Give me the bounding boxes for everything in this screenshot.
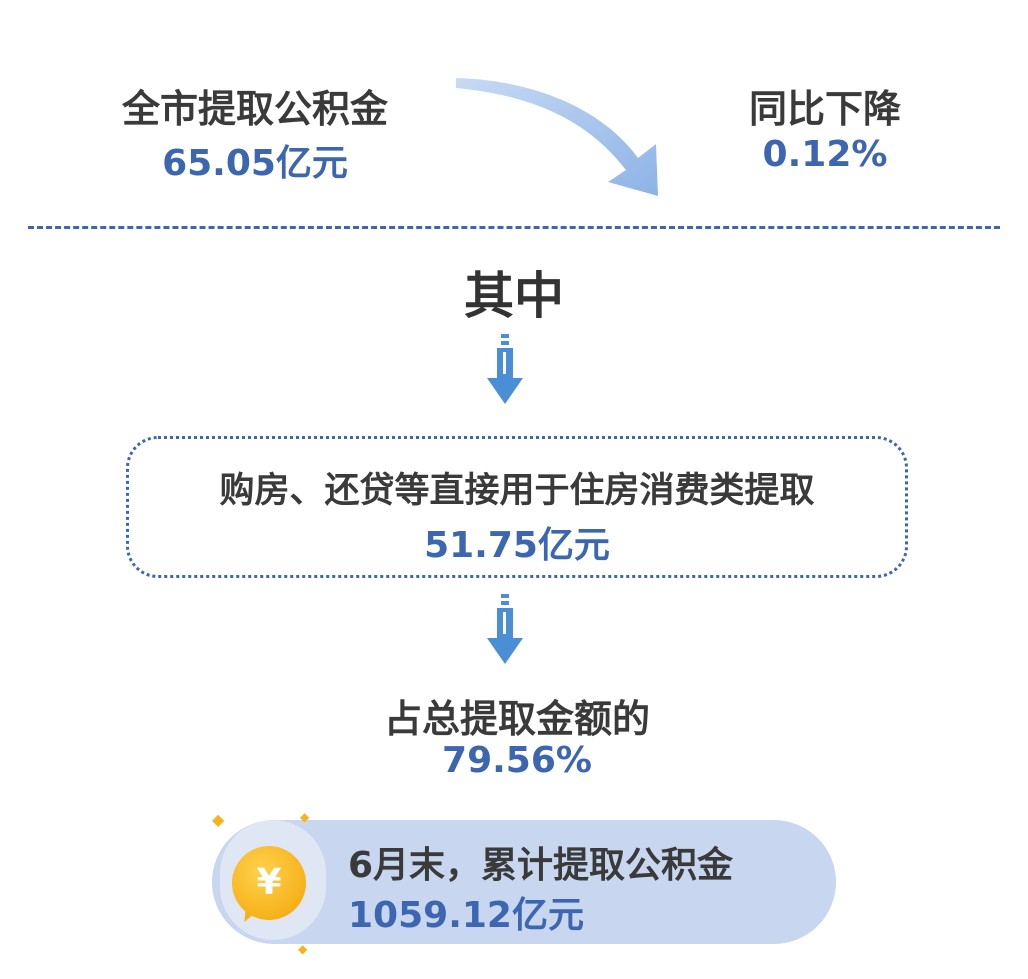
section-title: 其中 <box>464 267 564 325</box>
yoy-label: 同比下降 <box>748 87 901 131</box>
housing-box <box>126 436 908 578</box>
down-arrow-icon <box>487 594 523 664</box>
sparkle-icon: ◆ <box>212 810 225 829</box>
share-label: 占总提取金额的 <box>383 697 650 741</box>
sparkle-icon: ◆ <box>300 810 310 824</box>
sparkle-icon: ◆ <box>298 942 308 956</box>
cumulative-value: 1059.12亿元 <box>348 895 584 936</box>
cumulative-label: 6月末，累计提取公积金 <box>348 845 734 886</box>
yoy-value: 0.12% <box>762 134 888 175</box>
housing-label: 购房、还贷等直接用于住房消费类提取 <box>219 471 815 511</box>
curved-down-arrow-icon <box>456 78 658 196</box>
share-value: 79.56% <box>442 740 592 781</box>
housing-value: 51.75亿元 <box>424 525 610 566</box>
total-withdrawal-value: 65.05亿元 <box>162 143 348 184</box>
yuan-coin-icon: ¥ <box>232 846 306 920</box>
total-withdrawal-label: 全市提取公积金 <box>121 87 388 131</box>
down-arrow-icon <box>487 334 523 404</box>
dashed-divider <box>28 226 1000 229</box>
